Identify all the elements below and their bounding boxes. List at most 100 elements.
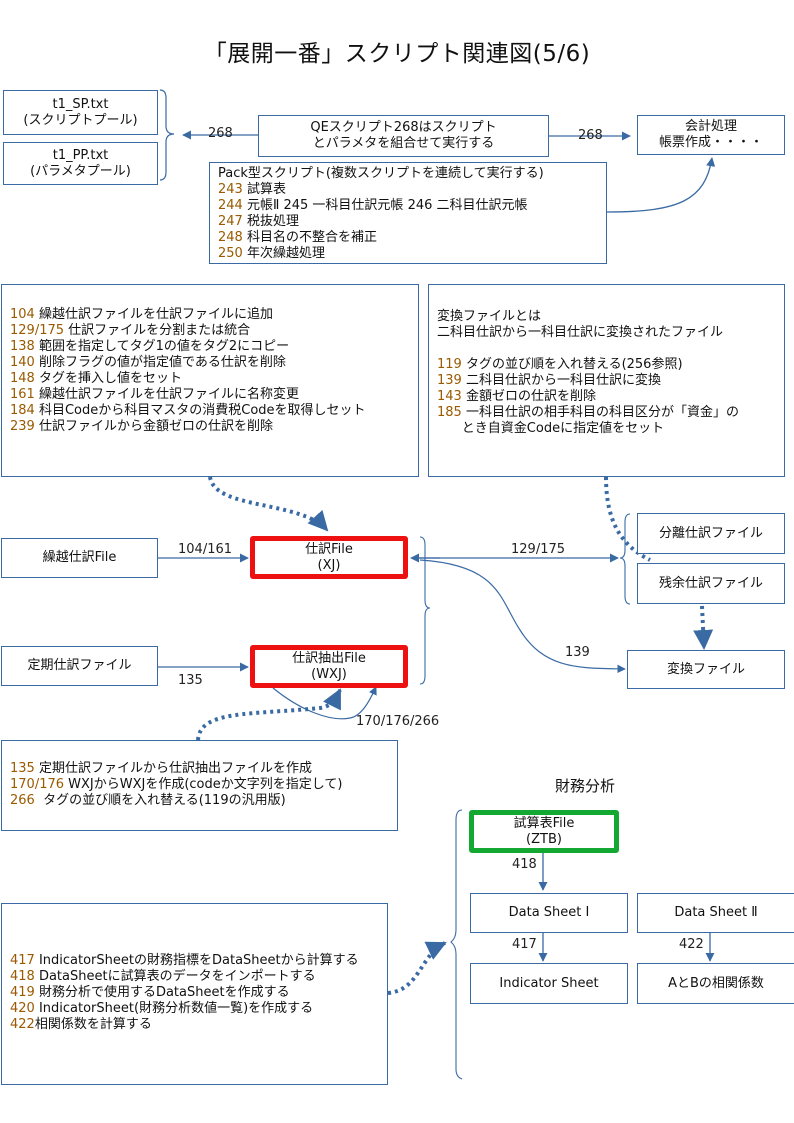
script-number: 184 xyxy=(10,403,35,418)
script-line: 420 IndicatorSheet(財務分析数値一覧)を作成する xyxy=(10,1001,314,1016)
accounting-line: 会計処理 xyxy=(684,119,737,134)
periodic-file-label: 定期仕訳ファイル xyxy=(27,658,132,673)
journal-file-label: 仕訳File xyxy=(305,541,353,557)
arrow-pack-to-accounting xyxy=(606,157,716,213)
script-line: 184 科目Codeから科目マスタの消費税Codeを取得しセット xyxy=(10,403,366,418)
file-desc: (パラメタプール) xyxy=(30,163,131,179)
journal-file-code: (XJ) xyxy=(317,557,341,573)
correlation-box: AとBの相関係数 xyxy=(637,963,794,1004)
dotted-remain-to-converted xyxy=(693,605,714,650)
script-number: 135 xyxy=(10,761,35,776)
brace-journal-extract xyxy=(419,536,431,685)
info-line: とき自資金Codeに指定値をセット xyxy=(437,421,665,436)
label-129-175: 129/175 xyxy=(511,542,566,557)
dotted-scripts-to-journal xyxy=(208,476,329,532)
label-268-right: 268 xyxy=(578,128,603,143)
script-number: 161 xyxy=(10,387,35,402)
script-number: 247 xyxy=(218,214,243,229)
script-number: 138 xyxy=(10,339,35,354)
indicator-sheet-label: Indicator Sheet xyxy=(499,975,599,991)
script-line: 104 繰越仕訳ファイルを仕訳ファイルに追加 xyxy=(10,307,273,322)
info-line: 143 金額ゼロの仕訳を削除 xyxy=(437,389,596,404)
pack-line: 247 税抜処理 xyxy=(218,214,299,229)
info-line: 119 タグの並び順を入れ替える(256参照) xyxy=(437,357,683,372)
converted-file-box: 変換ファイル xyxy=(627,650,785,689)
label-418: 418 xyxy=(512,857,537,872)
file-desc: (スクリプトプール) xyxy=(23,112,138,128)
pack-heading: Pack型スクリプト(複数スクリプトを連続して実行する) xyxy=(218,166,544,181)
pack-line: 250 年次繰越処理 xyxy=(218,246,325,261)
label-104-161: 104/161 xyxy=(178,542,233,557)
script-line: 422相関係数を計算する xyxy=(10,1017,152,1032)
brace-pools xyxy=(159,89,175,181)
accounting-box: 会計処理 帳票作成・・・・ xyxy=(637,115,785,155)
pack-line: 244 元帳Ⅱ 245 一科目仕訳元帳 246 二科目仕訳元帳 xyxy=(218,198,528,213)
label-139: 139 xyxy=(565,645,590,660)
script-line: 161 繰越仕訳ファイルを仕訳ファイルに名称変更 xyxy=(10,387,299,402)
carryover-file-label: 繰越仕訳File xyxy=(42,550,117,565)
info-intro: 二科目仕訳から一科目仕訳に変換されたファイル xyxy=(437,325,724,340)
script-line: 138 範囲を指定してタグ1の値をタグ2にコピー xyxy=(10,339,290,354)
remain-file-box: 残余仕訳ファイル xyxy=(637,563,785,604)
script-line: 140 削除フラグの値が指定値である仕訳を削除 xyxy=(10,355,286,370)
arrow-journal-to-converted xyxy=(419,559,626,674)
script-number: 418 xyxy=(10,969,35,984)
data-sheet-2-box: Data Sheet Ⅱ xyxy=(637,893,794,933)
script-number: 248 xyxy=(218,230,243,245)
file-name: t1_SP.txt xyxy=(52,96,109,112)
converted-file-label: 変換ファイル xyxy=(666,661,745,677)
conversion-info-box: 変換ファイルとは 二科目仕訳から一科目仕訳に変換されたファイル 119 タグの並… xyxy=(428,284,785,477)
page-title: 「展開一番」スクリプト関連図(5/6) xyxy=(203,41,591,67)
qe-line: とパラメタを組合せて実行する xyxy=(312,136,495,151)
script-number: 422 xyxy=(10,1017,35,1032)
qe-line: QEスクリプト268はスクリプト xyxy=(310,120,497,135)
script-number: 129/175 xyxy=(10,323,65,338)
extract-file-code: (WXJ) xyxy=(311,666,347,682)
extract-scripts-box: 135 定期仕訳ファイルから仕訳抽出ファイルを作成 170/176 WXJからW… xyxy=(1,740,398,831)
data-sheet-2-label: Data Sheet Ⅱ xyxy=(674,905,758,920)
qe-script-box: QEスクリプト268はスクリプト とパラメタを組合せて実行する xyxy=(258,115,549,157)
script-line: 419 財務分析で使用するDataSheetを作成する xyxy=(10,985,290,1000)
trial-balance-file-box: 試算表File (ZTB) xyxy=(469,810,619,853)
script-pool-file: t1_SP.txt (スクリプトプール) xyxy=(3,90,158,135)
script-number: 185 xyxy=(437,405,462,420)
journal-scripts-box: 104 繰越仕訳ファイルを仕訳ファイルに追加 129/175 仕訳ファイルを分割… xyxy=(1,284,419,477)
script-number: 244 xyxy=(218,198,243,213)
extract-file-label: 仕訳抽出File xyxy=(292,650,366,666)
trial-balance-code: (ZTB) xyxy=(526,831,562,847)
script-line: 129/175 仕訳ファイルを分割または統合 xyxy=(10,323,251,338)
script-number: 170/176 xyxy=(10,777,65,792)
dotted-scripts-to-analysis xyxy=(387,941,447,995)
financial-analysis-heading: 財務分析 xyxy=(555,777,616,795)
script-number: 148 xyxy=(10,371,35,386)
pack-line: 243 試算表 xyxy=(218,182,286,197)
script-number: 140 xyxy=(10,355,35,370)
indicator-sheet-box: Indicator Sheet xyxy=(470,963,628,1004)
brace-analysis xyxy=(450,809,463,1080)
info-intro: 変換ファイルとは xyxy=(437,309,542,324)
script-number: 417 xyxy=(10,953,35,968)
script-line: 417 IndicatorSheetの財務指標をDataSheetから計算する xyxy=(10,953,359,968)
pack-line: 248 科目名の不整合を補正 xyxy=(218,230,377,245)
pack-script-box: Pack型スクリプト(複数スクリプトを連続して実行する) 243 試算表 244… xyxy=(209,162,607,264)
analysis-scripts-box: 417 IndicatorSheetの財務指標をDataSheetから計算する … xyxy=(1,903,388,1085)
script-number: 239 xyxy=(10,419,35,434)
script-number: 119 xyxy=(437,357,462,372)
script-number: 250 xyxy=(218,246,243,261)
label-422: 422 xyxy=(679,937,704,952)
script-line: 239 仕訳ファイルから金額ゼロの仕訳を削除 xyxy=(10,419,273,434)
script-number: 104 xyxy=(10,307,35,322)
script-number: 243 xyxy=(218,182,243,197)
extract-file-box: 仕訳抽出File (WXJ) xyxy=(250,645,408,688)
script-line: 266 タグの並び順を入れ替える(119の汎用版) xyxy=(10,793,286,808)
info-line: 185 一科目仕訳の相手科目の科目区分が「資金」の xyxy=(437,405,739,420)
script-line: 170/176 WXJからWXJを作成(codeか文字列を指定して) xyxy=(10,777,343,792)
split-file-box: 分離仕訳ファイル xyxy=(637,513,785,554)
brace-split-remain xyxy=(619,513,631,605)
data-sheet-1-label: Data Sheet Ⅰ xyxy=(508,905,590,920)
label-417: 417 xyxy=(512,937,537,952)
script-number: 143 xyxy=(437,389,462,404)
correlation-label: AとBの相関係数 xyxy=(668,975,764,991)
carryover-file-box: 繰越仕訳File xyxy=(1,538,158,578)
split-file-label: 分離仕訳ファイル xyxy=(658,525,763,541)
